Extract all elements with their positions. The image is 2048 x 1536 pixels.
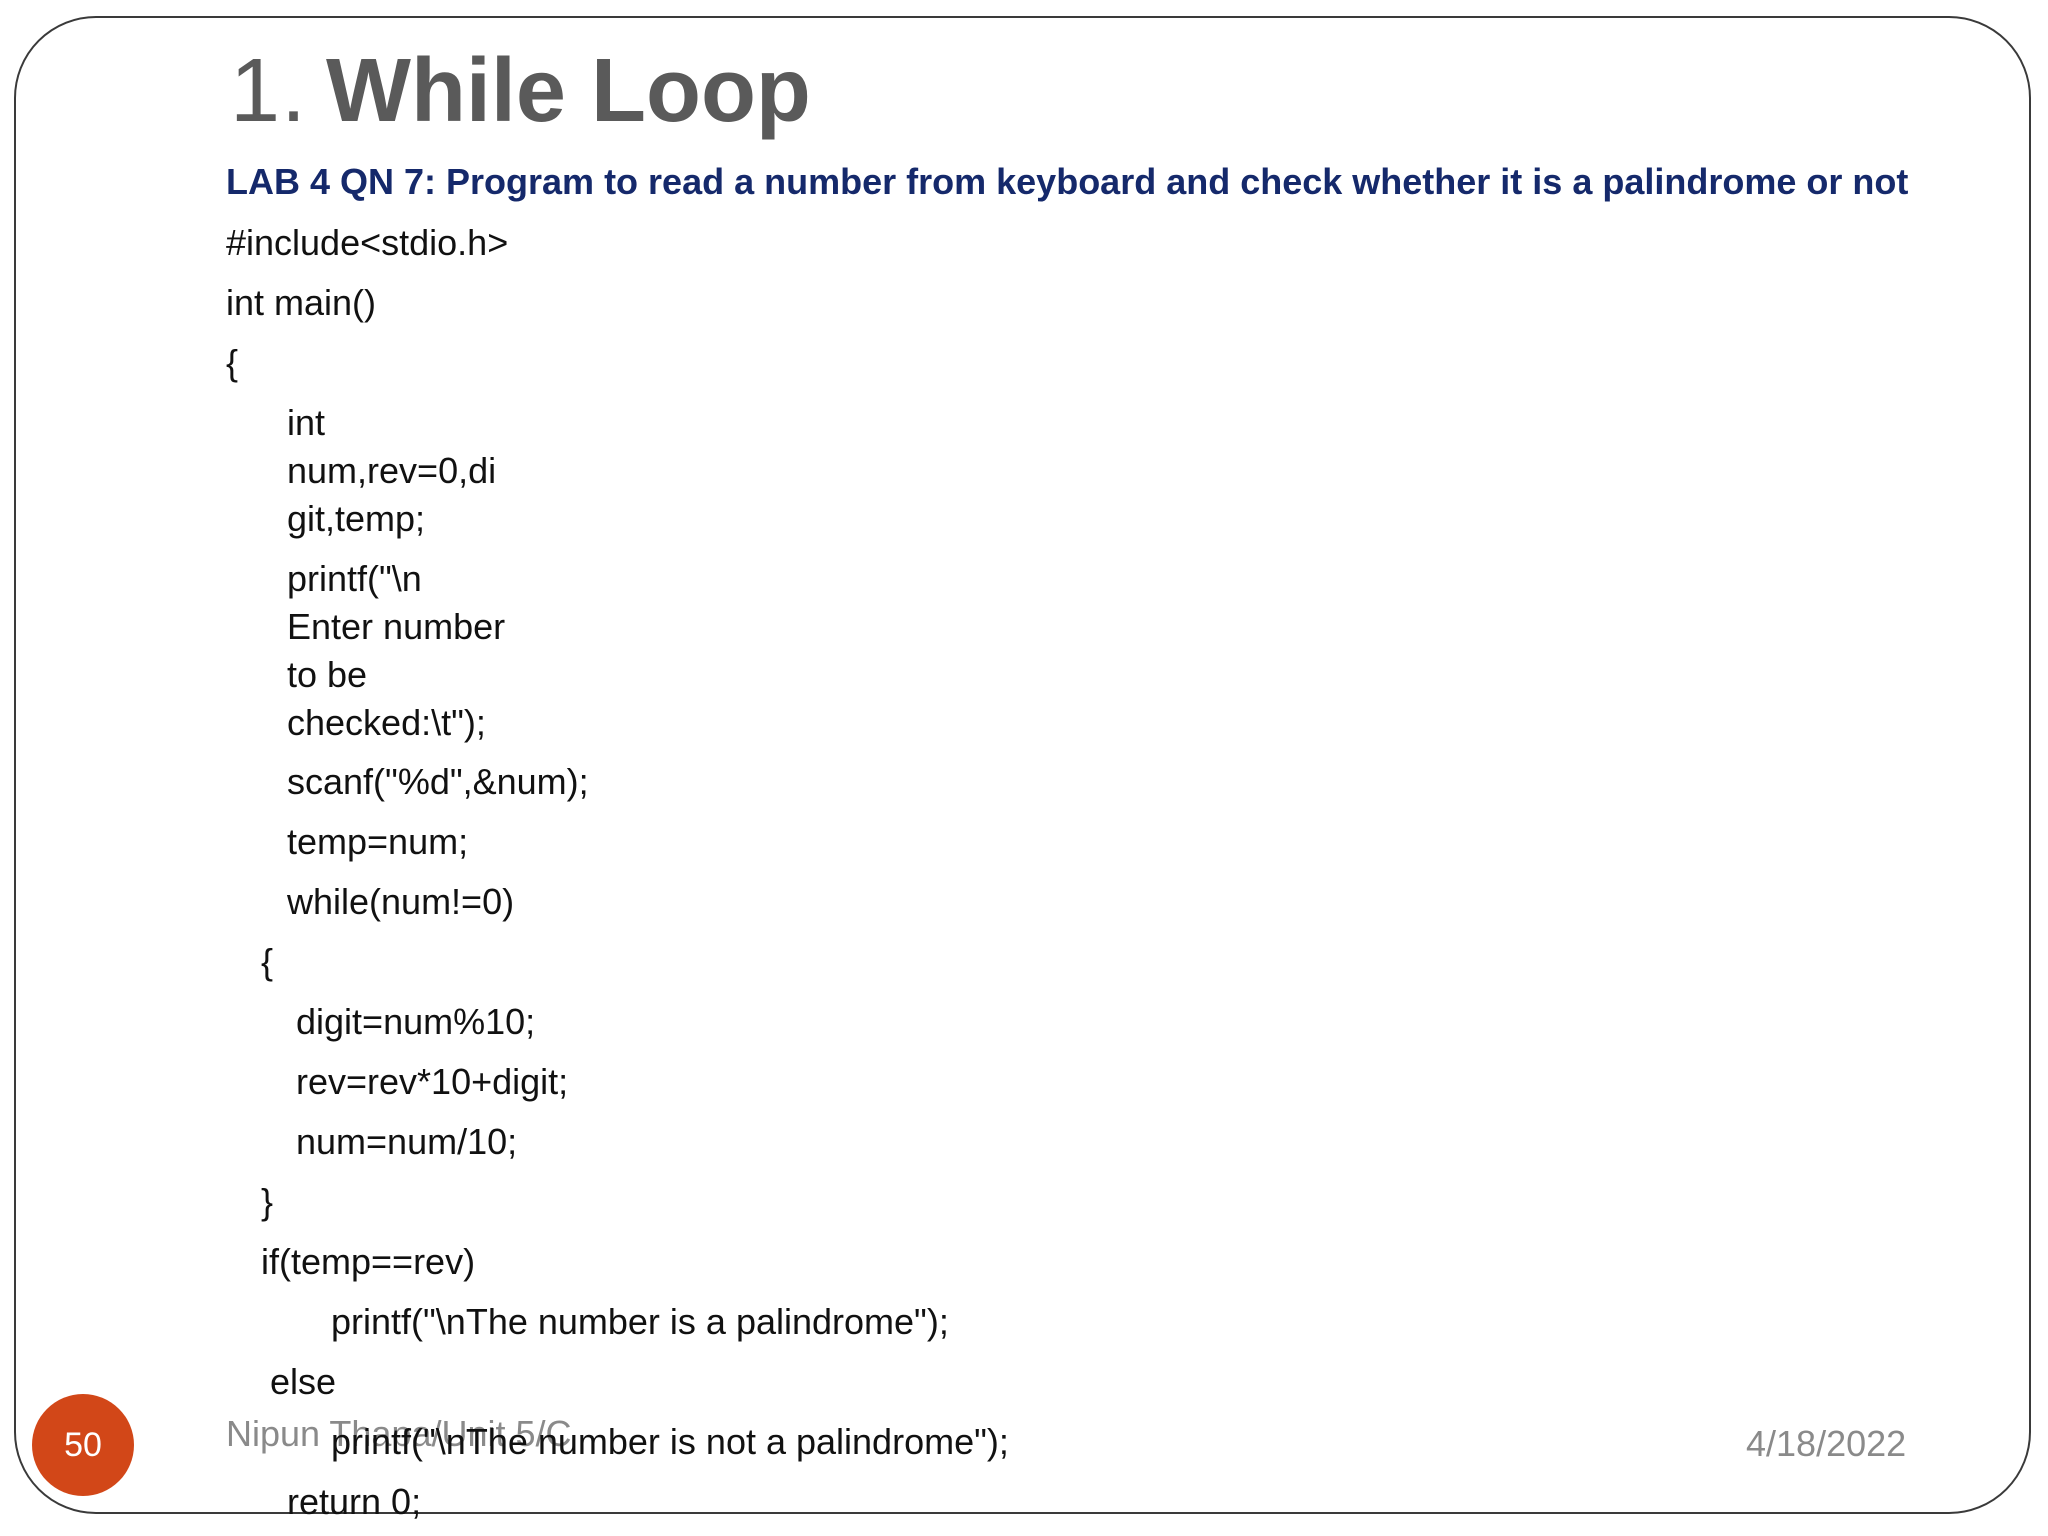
code-line-digit: digit=num%10; — [296, 1001, 536, 1042]
code-line-if: if(temp==rev) — [261, 1241, 476, 1282]
code-line-printf-2: Enter number — [287, 606, 506, 647]
footer-author: Nipun Thapa/Unit 5/C — [226, 1413, 572, 1454]
code-line-printf-4: checked:\t"); — [287, 702, 486, 743]
code-line-decl-1: int — [287, 402, 326, 443]
code-line-num: num=num/10; — [296, 1121, 518, 1162]
lab-question-heading: LAB 4 QN 7: Program to read a number fro… — [226, 161, 1909, 202]
code-line-include: #include<stdio.h> — [226, 222, 509, 263]
slide-frame — [14, 16, 2031, 1514]
code-line-rev: rev=rev*10+digit; — [296, 1061, 569, 1102]
code-line-main: int main() — [226, 282, 377, 323]
code-line-open-brace: { — [226, 342, 239, 383]
code-line-loop-close: } — [261, 1181, 274, 1222]
code-line-printf-palindrome: printf("\nThe number is a palindrome"); — [331, 1301, 949, 1342]
slide-title: While Loop — [326, 41, 811, 141]
code-line-scanf: scanf("%d",&num); — [287, 761, 589, 802]
code-line-printf-1: printf("\n — [287, 558, 422, 599]
code-line-printf-not-palindrome: printf("\nThe number is not a palindrome… — [331, 1421, 1009, 1462]
code-line-temp-assign: temp=num; — [287, 821, 469, 862]
footer-date: 4/18/2022 — [1746, 1423, 1907, 1464]
code-line-return: return 0; — [287, 1481, 422, 1522]
slide-number-badge: 50 — [32, 1394, 134, 1496]
code-line-while: while(num!=0) — [287, 881, 515, 922]
code-line-decl-2: num,rev=0,di — [287, 450, 497, 491]
code-line-else: else — [270, 1361, 337, 1402]
code-line-decl-3: git,temp; — [287, 498, 426, 539]
code-line-loop-open: { — [261, 941, 274, 982]
code-line-printf-3: to be — [287, 654, 368, 695]
slide-title-number: 1. — [230, 41, 308, 141]
